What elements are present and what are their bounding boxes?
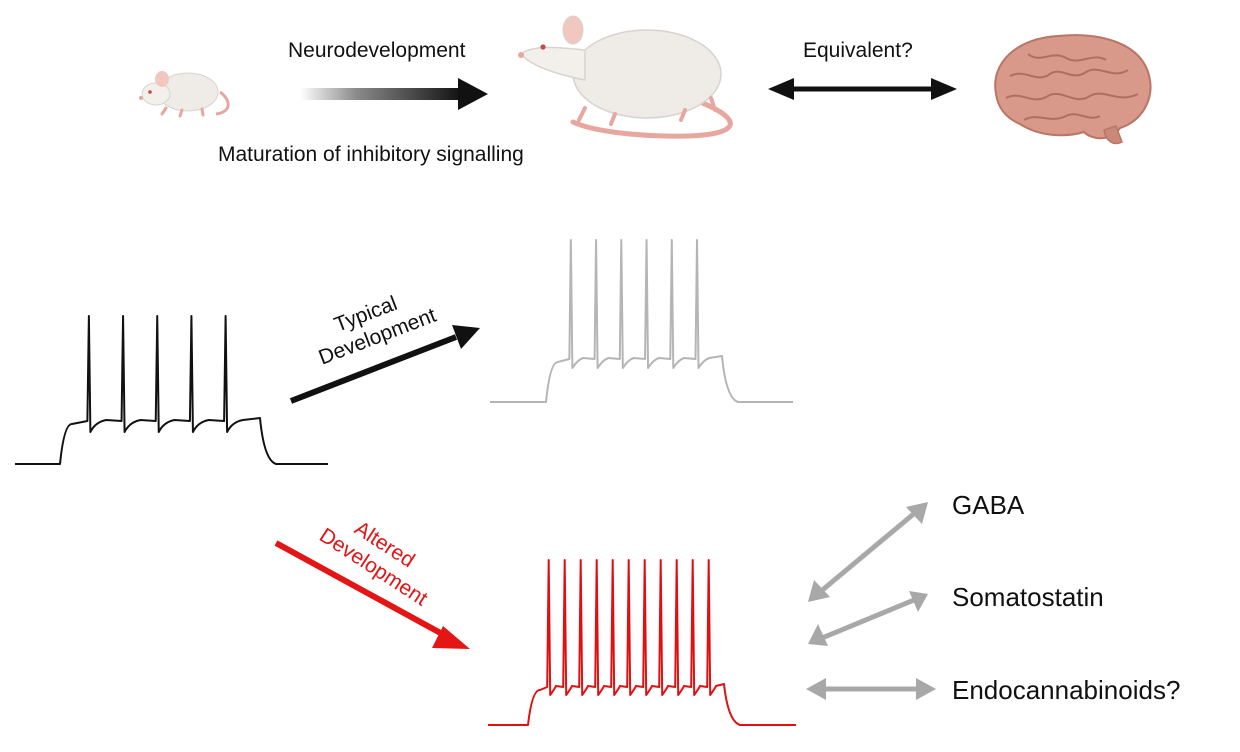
somatostatin-double-arrow [808,591,928,646]
altered-firing-trace [488,559,796,726]
immature-firing-trace [15,315,328,465]
altered-development-arrow [274,540,470,649]
human-brain-icon [994,34,1152,145]
altered-development-label: Altered Development [315,503,445,611]
somatostatin-label: Somatostatin [952,582,1104,612]
maturation-label: Maturation of inhibitory signalling [218,143,524,166]
adult-rat-icon [518,15,733,139]
endocannabinoids-label: Endocannabinoids? [952,675,1180,705]
neurodevelopment-arrow [300,78,488,110]
endocannabinoids-double-arrow [806,678,936,700]
neurodevelopment-label: Neurodevelopment [288,39,466,62]
equivalent-label: Equivalent? [803,39,913,62]
gaba-double-arrow [808,502,928,602]
young-rat-icon [139,71,230,118]
gaba-label: GABA [952,490,1025,520]
typical-development-arrow [289,325,480,404]
mature-firing-trace [490,239,793,403]
equivalent-double-arrow [768,78,957,100]
typical-development-label: Typical Development [307,280,440,369]
